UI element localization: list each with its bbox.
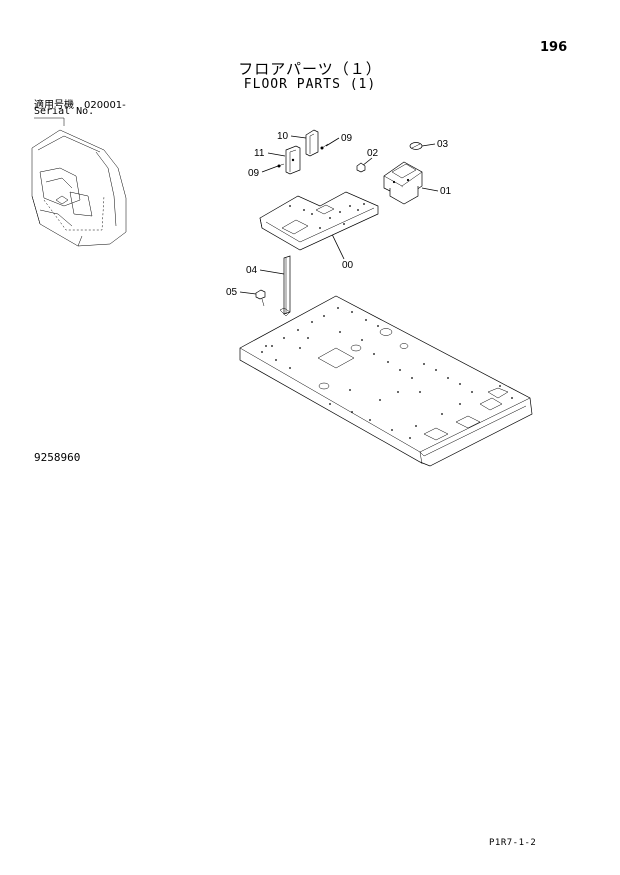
page-title-japanese: フロアパーツ（１） [238,60,382,78]
machine-location-sketch [31,129,127,247]
callout-00: 00 [342,260,354,271]
part-09-bolt-upper [320,143,329,150]
callout-10: 10 [277,131,289,142]
part-05-bolt [255,289,266,307]
part-02-nut [356,162,366,173]
serial-leader [34,117,65,126]
callout-09-upper: 09 [341,133,353,144]
callout-05: 05 [226,287,238,298]
page-number: 196 [540,40,568,55]
part-04-stay [279,255,291,317]
serial-number-label: Serial No. [34,106,95,117]
callout-11: 11 [254,148,265,159]
callout-01: 01 [440,186,452,197]
part-01-cover [383,161,423,205]
part-10-bracket [305,129,319,157]
part-00-floor-plate [259,191,379,251]
part-03-clip [409,142,423,150]
main-floor-panel [239,295,533,467]
part-09-bolt-lower [277,163,285,168]
serial-applicability-label: 適用号機 020001- [34,100,126,111]
page-title-english: FLOOR PARTS (1) [243,77,377,92]
callout-03: 03 [437,139,449,150]
drawing-number: 9258960 [34,451,81,464]
page-code: P1R7-1-2 [489,838,537,848]
part-11-clamp [285,145,301,175]
callout-04: 04 [246,265,258,276]
callout-02: 02 [367,148,379,159]
callout-09-lower: 09 [248,168,260,179]
